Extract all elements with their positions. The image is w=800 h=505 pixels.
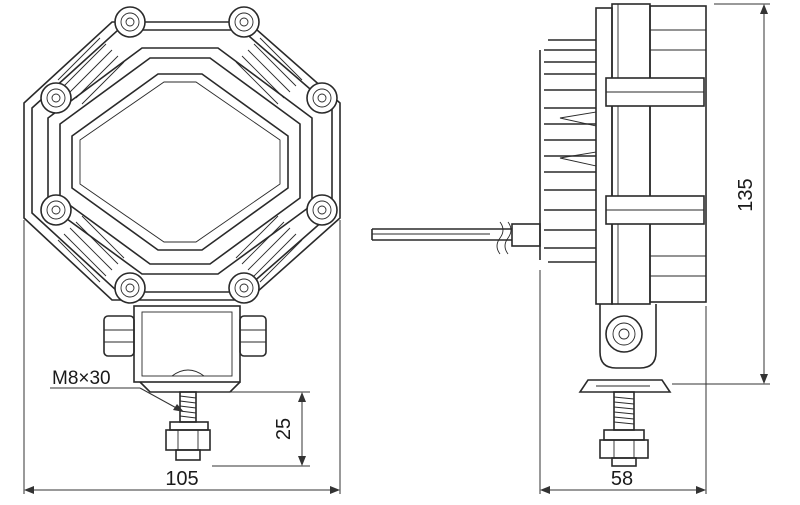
power-cable xyxy=(371,221,541,255)
dimension-labels: 105 58 135 25 M8×30 xyxy=(52,178,757,490)
front-stud xyxy=(165,391,211,461)
side-view xyxy=(371,3,707,467)
housing xyxy=(595,3,707,305)
height-dimension-label: 135 xyxy=(735,178,757,211)
width-dimension-label: 105 xyxy=(165,468,198,490)
screw-holes xyxy=(40,6,338,304)
heat-sink xyxy=(539,39,597,263)
dimension-lines xyxy=(23,3,770,494)
side-bracket xyxy=(578,304,672,393)
side-stud xyxy=(599,391,649,467)
thread-callout-label: M8×30 xyxy=(52,368,111,389)
front-bracket xyxy=(103,305,267,393)
stud-length-label: 25 xyxy=(273,418,295,440)
front-view xyxy=(23,6,341,461)
depth-dimension-label: 58 xyxy=(611,468,633,490)
